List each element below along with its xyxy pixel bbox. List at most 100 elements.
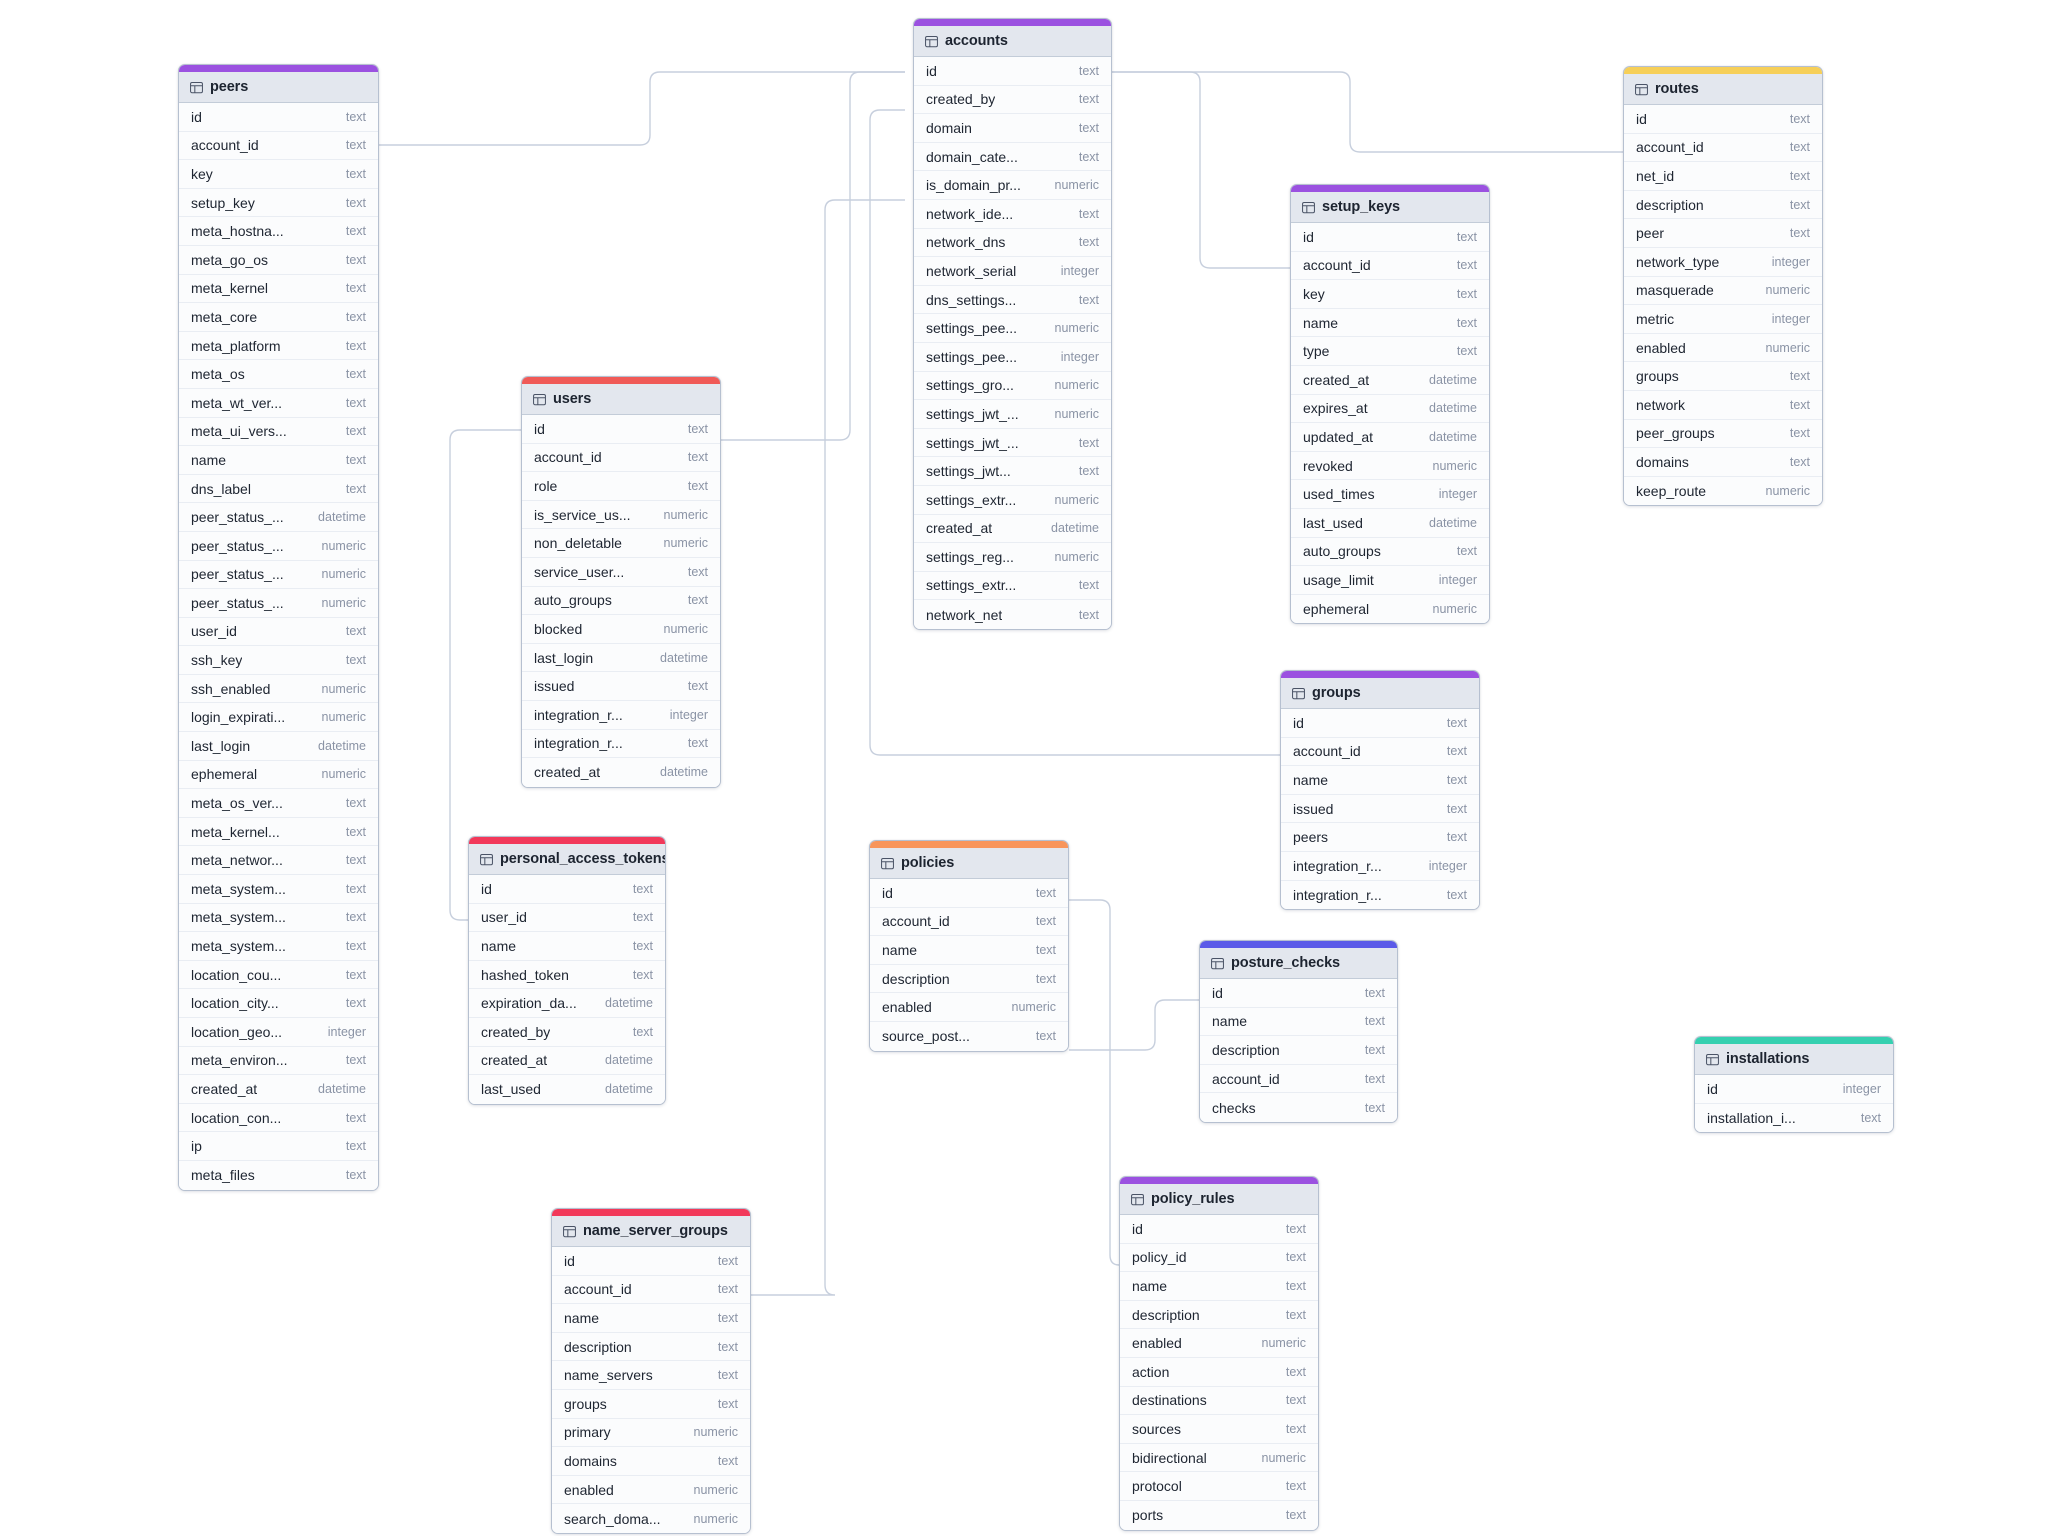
field-row[interactable]: meta_ui_vers...text bbox=[179, 417, 378, 447]
table-header[interactable]: name_server_groups bbox=[552, 1216, 750, 1247]
table-header[interactable]: peers bbox=[179, 72, 378, 103]
field-row[interactable]: meta_system...text bbox=[179, 932, 378, 961]
field-row[interactable]: meta_hostna...text bbox=[179, 217, 378, 246]
table-header[interactable]: accounts bbox=[914, 26, 1111, 57]
field-row[interactable]: dns_settings...text bbox=[914, 285, 1111, 315]
field-row[interactable]: meta_networ...text bbox=[179, 846, 378, 876]
field-row[interactable]: expiration_da...datetime bbox=[469, 989, 665, 1018]
field-row[interactable]: integration_r...text bbox=[1281, 880, 1479, 910]
table-header[interactable]: groups bbox=[1281, 678, 1479, 709]
table-header[interactable]: policy_rules bbox=[1120, 1184, 1318, 1215]
field-row[interactable]: peer_status_...numeric bbox=[179, 531, 378, 561]
table-header[interactable]: posture_checks bbox=[1200, 948, 1397, 979]
field-row[interactable]: service_user...text bbox=[522, 557, 720, 587]
field-row[interactable]: peer_status_...numeric bbox=[179, 589, 378, 618]
field-row[interactable]: is_service_us...numeric bbox=[522, 500, 720, 530]
table-header[interactable]: personal_access_tokens bbox=[469, 844, 665, 875]
field-row[interactable]: meta_wt_ver...text bbox=[179, 388, 378, 418]
field-row[interactable]: settings_jwt...text bbox=[914, 457, 1111, 486]
table-header[interactable]: policies bbox=[870, 848, 1068, 879]
field-row[interactable]: meta_kernel...text bbox=[179, 817, 378, 847]
field-row[interactable]: integration_r...text bbox=[522, 729, 720, 759]
field-row[interactable]: meta_system...text bbox=[179, 903, 378, 933]
field-row[interactable]: integration_r...integer bbox=[522, 700, 720, 730]
field-row[interactable]: settings_pee...numeric bbox=[914, 314, 1111, 343]
